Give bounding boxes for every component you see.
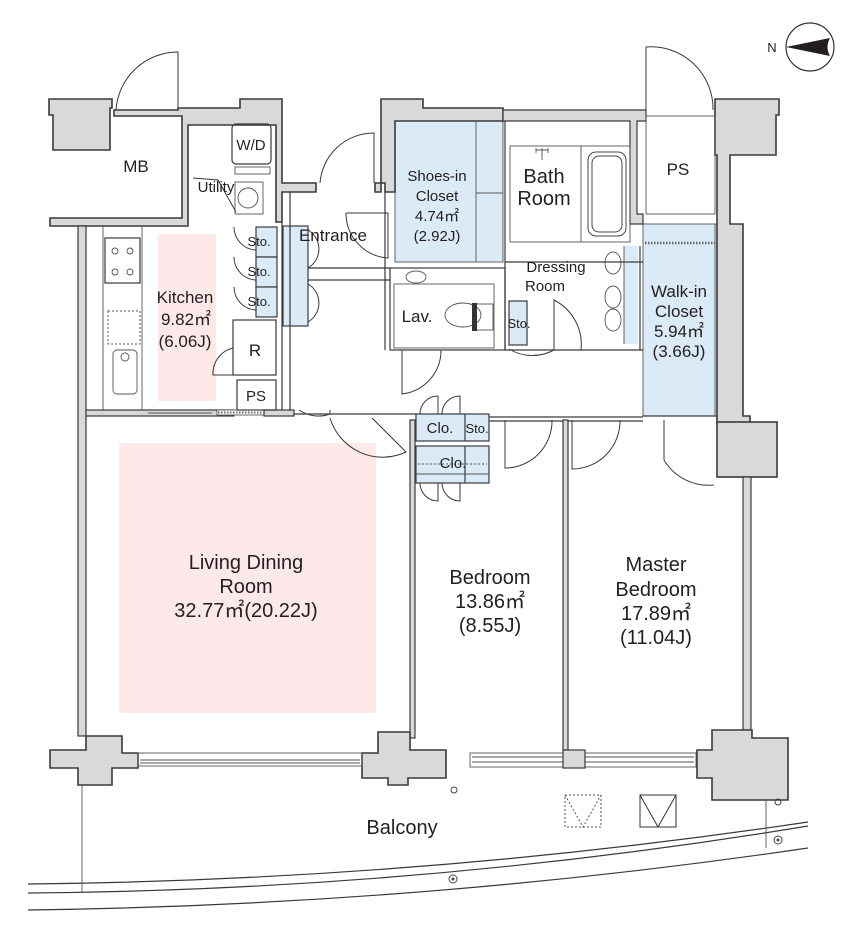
ps-top-box bbox=[645, 115, 716, 215]
compass-n-label: N bbox=[767, 40, 776, 55]
sto-dressing-label: Sto. bbox=[507, 316, 530, 331]
master-bedroom-door[interactable] bbox=[571, 419, 621, 470]
dressing-label-2: Room bbox=[525, 278, 565, 295]
ldr-door-small[interactable] bbox=[298, 409, 331, 417]
ldr-label-2: Room bbox=[219, 576, 272, 598]
shoes-closet-door bbox=[345, 212, 389, 259]
kitchen-highlight bbox=[158, 234, 216, 401]
stove-icon bbox=[104, 237, 141, 284]
master-bedroom-area-j: (11.04J) bbox=[620, 627, 692, 649]
sto-hall-label: Sto. bbox=[465, 421, 488, 436]
shoes-closet-label-1: Shoes-in bbox=[407, 168, 466, 185]
mb-door[interactable] bbox=[115, 51, 179, 111]
master-bedroom-area: 17.89㎡ bbox=[621, 601, 691, 625]
bedroom-label: Bedroom bbox=[449, 567, 530, 589]
closet-2 bbox=[415, 445, 490, 484]
refrigerator-label: R bbox=[249, 341, 261, 360]
balcony-rail-outer bbox=[27, 847, 809, 911]
utility-label: Utility bbox=[198, 179, 235, 196]
ldr-door-main[interactable] bbox=[329, 417, 407, 458]
column-right-mid bbox=[716, 421, 778, 478]
column-top-left bbox=[48, 98, 113, 151]
sto-label-3: Sto. bbox=[247, 294, 270, 309]
sto-label-1: Sto. bbox=[247, 234, 270, 249]
clo-1-label: Clo. bbox=[427, 420, 454, 437]
bedroom-area: 13.86㎡ bbox=[455, 589, 525, 613]
bath-label-2: Room bbox=[517, 188, 570, 210]
shoes-closet-wall bbox=[374, 98, 504, 193]
living-dining-highlight bbox=[119, 443, 376, 713]
kitchen-label: Kitchen bbox=[157, 288, 214, 307]
ps-door[interactable] bbox=[645, 46, 714, 111]
ps-top-label: PS bbox=[667, 160, 690, 179]
shoes-closet-area-j: (2.92J) bbox=[414, 228, 461, 245]
walk-in-area: 5.94㎡ bbox=[654, 322, 704, 341]
kitchen-area-j: (6.06J) bbox=[159, 332, 212, 351]
shoes-closet-label-2: Closet bbox=[416, 188, 459, 205]
dressing-door[interactable] bbox=[508, 299, 582, 357]
kitchen-area: 9.82㎡ bbox=[161, 310, 211, 329]
ps-kitchen-label: PS bbox=[246, 388, 266, 405]
walk-in-label-1: Walk-in bbox=[651, 282, 707, 301]
refrigerator-box bbox=[232, 319, 277, 376]
sink-icon bbox=[112, 349, 138, 395]
washer-dryer bbox=[231, 123, 272, 165]
balcony-rail-inner bbox=[27, 821, 809, 885]
compass: N bbox=[767, 22, 835, 72]
lav-door[interactable] bbox=[401, 349, 442, 395]
walk-in-label-2: Closet bbox=[655, 302, 703, 321]
lav-label: Lav. bbox=[402, 307, 433, 326]
north-arrow-icon bbox=[786, 38, 830, 56]
column-bottom-left bbox=[49, 735, 139, 786]
balcony-label: Balcony bbox=[366, 817, 437, 839]
walk-in-area-j: (3.66J) bbox=[653, 342, 706, 361]
entrance-shoe-rack bbox=[282, 225, 309, 327]
mb-label: MB bbox=[123, 157, 149, 176]
bath-label-1: Bath bbox=[523, 166, 564, 188]
left-outer-wall bbox=[77, 225, 87, 737]
bedroom-area-j: (8.55J) bbox=[459, 615, 521, 637]
entrance-label: Entrance bbox=[299, 226, 367, 245]
hatch-solid bbox=[639, 794, 677, 828]
column-bottom-mid bbox=[361, 731, 447, 786]
closet-1 bbox=[415, 413, 490, 442]
column-bottom-right bbox=[696, 729, 789, 801]
wd-label: W/D bbox=[236, 137, 265, 154]
shoes-closet-fill bbox=[395, 121, 503, 262]
ps-kitchen-box bbox=[236, 379, 277, 411]
shoes-closet-area: 4.74㎡ bbox=[415, 208, 459, 225]
sto-label-2: Sto. bbox=[247, 264, 270, 279]
master-bedroom-label-2: Bedroom bbox=[615, 579, 696, 601]
hatch-dotted bbox=[564, 794, 602, 828]
entrance-door[interactable] bbox=[319, 132, 375, 184]
ldr-area: 32.77㎡(20.22J) bbox=[174, 598, 317, 622]
column-top-right bbox=[714, 98, 780, 425]
dressing-label-1: Dressing bbox=[526, 259, 585, 276]
ldr-label-1: Living Dining bbox=[189, 552, 304, 574]
bedroom-door[interactable] bbox=[504, 419, 553, 469]
walk-in-closet-door[interactable] bbox=[663, 420, 715, 486]
clo-2-label: Clo. bbox=[440, 455, 467, 472]
master-bedroom-label-1: Master bbox=[625, 554, 686, 576]
right-outer-wall bbox=[742, 476, 752, 733]
